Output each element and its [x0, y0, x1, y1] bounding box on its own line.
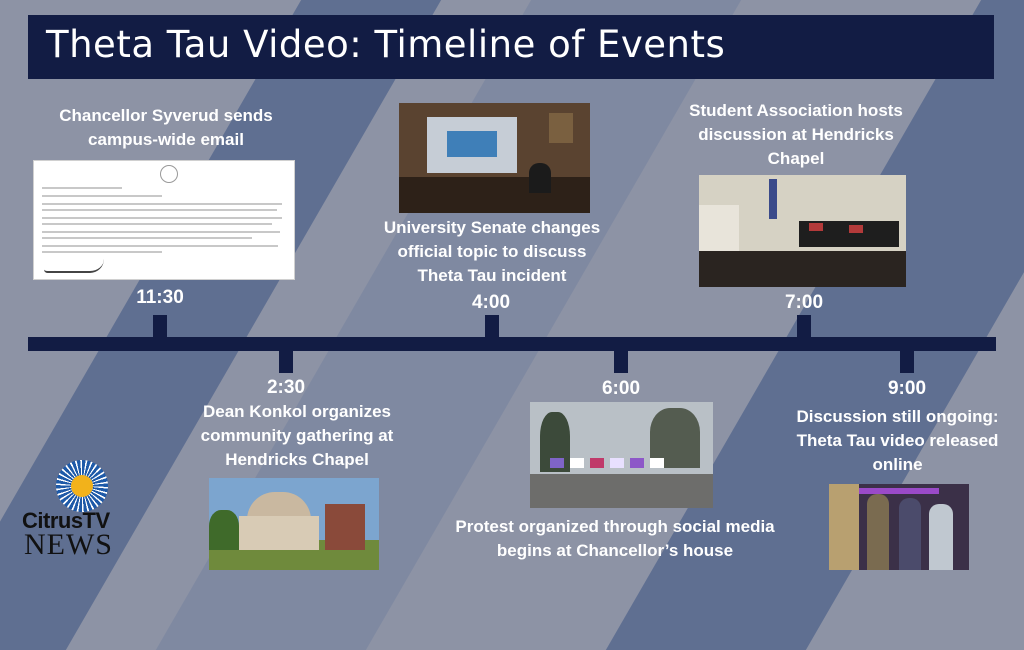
- email-letter-image: [33, 160, 295, 280]
- video-still-image: [829, 484, 969, 570]
- event-time-3: 4:00: [471, 292, 511, 313]
- sun-icon: [56, 460, 108, 512]
- timeline-tick: [279, 349, 293, 373]
- event-label-6: Discussion still ongoing: Theta Tau vide…: [796, 407, 999, 474]
- citrustv-logo: CitrusTV NEWS: [22, 460, 142, 561]
- seal-icon: [160, 165, 178, 183]
- logo-line1: CitrusTV: [22, 508, 110, 533]
- discussion-image: [699, 175, 906, 287]
- event-label-1: Chancellor Syverud sends campus-wide ema…: [59, 106, 273, 149]
- event-time-2: 2:30: [266, 377, 306, 398]
- signature: [44, 259, 104, 273]
- logo-line2: NEWS: [24, 528, 113, 561]
- event-label-4: Protest organized through social media b…: [455, 517, 775, 560]
- timeline-tick: [900, 349, 914, 373]
- event-label-3: University Senate changes official topic…: [383, 218, 601, 285]
- event-time-1: 11:30: [136, 287, 184, 308]
- timeline-tick: [614, 349, 628, 373]
- timeline-tick: [153, 315, 167, 339]
- page-title: Theta Tau Video: Timeline of Events: [46, 23, 726, 66]
- event-label-5: Student Association hosts discussion at …: [689, 101, 903, 168]
- protest-image: [530, 402, 713, 508]
- timeline-tick: [797, 315, 811, 339]
- event-time-5: 7:00: [784, 292, 824, 313]
- hendricks-chapel-image: [209, 478, 379, 570]
- event-time-4: 6:00: [601, 378, 641, 399]
- event-time-6: 9:00: [887, 378, 927, 399]
- title-bar: Theta Tau Video: Timeline of Events: [28, 15, 994, 79]
- timeline-axis: [28, 337, 996, 351]
- senate-meeting-image: [399, 103, 590, 213]
- timeline-tick: [485, 315, 499, 339]
- event-label-2: Dean Konkol organizes community gatherin…: [200, 402, 394, 469]
